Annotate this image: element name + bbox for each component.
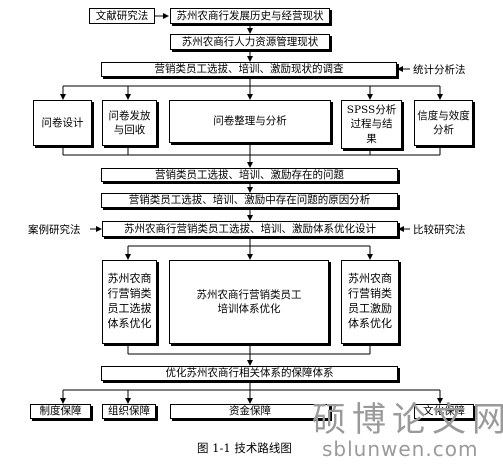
history-box: 苏州农商行发展历史与经营现状 <box>170 8 330 24</box>
opt-selection-box: 苏州农商 行营销类 员工选拔 体系优化 <box>102 260 157 344</box>
figure-caption: 图 1-1 技术路线图 <box>197 441 292 455</box>
optimize-box: 苏州农商行营销类员工选拔、培训、激励体系优化设计 <box>102 221 398 237</box>
g-system-box: 制度保障 <box>30 404 91 419</box>
g-culture-box: 文化保障 <box>414 404 474 419</box>
survey-box: 营销类员工选拔、培训、激励现状的调查 <box>101 62 397 77</box>
distribute-box: 问卷发放 与回收 <box>102 100 157 146</box>
design-box: 问卷设计 <box>33 100 92 146</box>
causes-box: 营销类员工选拔、培训、激励中存在问题的原因分析 <box>101 193 398 208</box>
g-org-box: 组织保障 <box>102 404 156 419</box>
hr-box: 苏州农商行人力资源管理现状 <box>170 34 330 50</box>
problems-box: 营销类员工选拔、培训、激励存在的问题 <box>101 168 398 182</box>
spss-box: SPSS分析 过程与结 果 <box>341 100 402 149</box>
method-case-label: 案例研究法 <box>28 224 81 236</box>
watermark-url: sblunwen.com <box>322 437 479 461</box>
method-compare-label: 比较研究法 <box>413 224 466 236</box>
reliability-box: 信度与效度 分析 <box>414 100 473 146</box>
guarantee-box: 优化苏州农商行相关体系的保障体系 <box>101 366 398 381</box>
opt-incentive-box: 苏州农商 行营销类 员工激励 体系优化 <box>341 260 399 344</box>
g-fund-box: 资金保障 <box>170 404 330 419</box>
watermark-main: 硕博论文网 <box>312 400 503 440</box>
organize-box: 问卷整理与分析 <box>169 100 331 143</box>
method-literature-box: 文献研究法 <box>89 8 155 24</box>
method-statistics-label: 统计分析法 <box>413 64 466 76</box>
opt-training-box: 苏州农商行营销类员工 培训体系优化 <box>169 260 329 344</box>
